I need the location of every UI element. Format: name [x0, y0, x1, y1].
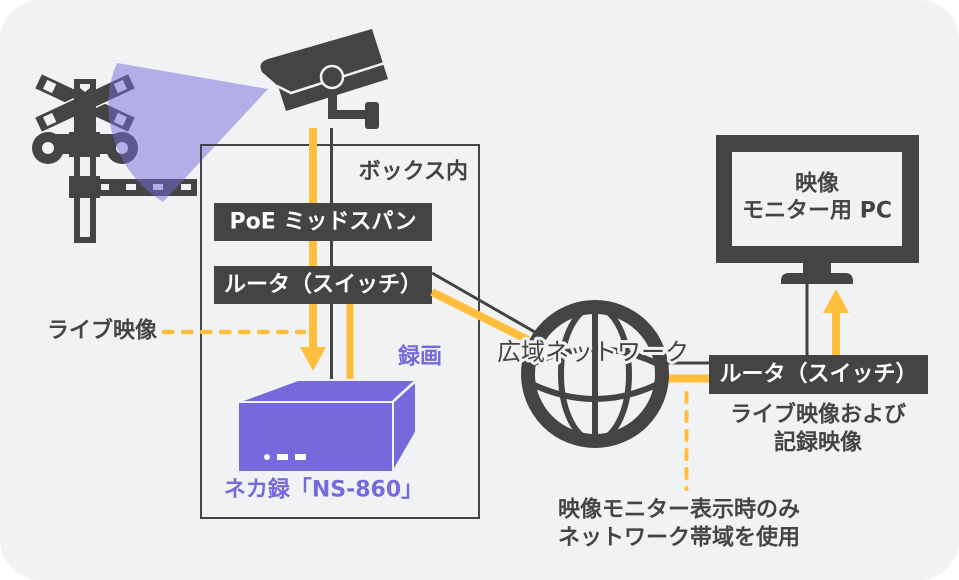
recorder-name-label: ネカ録「NS-860」 — [224, 477, 423, 503]
monitor-pc-label-line2: モニター用 PC — [742, 199, 892, 224]
wan-label: 広域ネットワーク — [497, 338, 689, 366]
monitor-pc-label-line1: 映像 — [795, 171, 840, 197]
router-remote-label: ルータ（スイッチ） — [719, 362, 917, 387]
wan-signal-left — [430, 288, 530, 344]
remote-caption-line1: ライブ映像および — [730, 402, 906, 428]
monitor-icon — [716, 135, 919, 284]
globe-icon — [521, 300, 669, 448]
router-remote-block: ルータ（スイッチ） — [709, 355, 928, 394]
crossing-gate-block — [69, 176, 100, 198]
arrow-down-icon — [300, 347, 326, 371]
remote-caption-line2: 記録映像 — [774, 430, 863, 456]
bandwidth-note-line2: ネットワーク帯域を使用 — [558, 525, 800, 551]
recorder-led — [264, 454, 270, 460]
security-camera-icon — [260, 29, 388, 129]
live-video-label: ライブ映像 — [47, 318, 158, 344]
enclosure-box-title: ボックス内 — [359, 160, 468, 185]
recording-label: 録画 — [398, 344, 442, 370]
recorder-led — [277, 454, 288, 460]
wan-network-cable-left — [431, 271, 541, 337]
router-local-block: ルータ（スイッチ） — [214, 266, 432, 304]
router-local-label: ルータ（スイッチ） — [224, 273, 422, 298]
camera-lens — [319, 64, 345, 90]
recorder-led — [295, 454, 306, 460]
poe-midspan-label: PoE ミッドスパン — [229, 210, 416, 235]
poe-midspan-block: PoE ミッドスパン — [214, 203, 432, 241]
recorder-device-icon — [237, 379, 417, 473]
bandwidth-note-line1: 映像モニター表示時のみ — [558, 497, 800, 523]
camera-view-cone — [108, 63, 268, 202]
arrow-up-icon — [823, 289, 849, 313]
